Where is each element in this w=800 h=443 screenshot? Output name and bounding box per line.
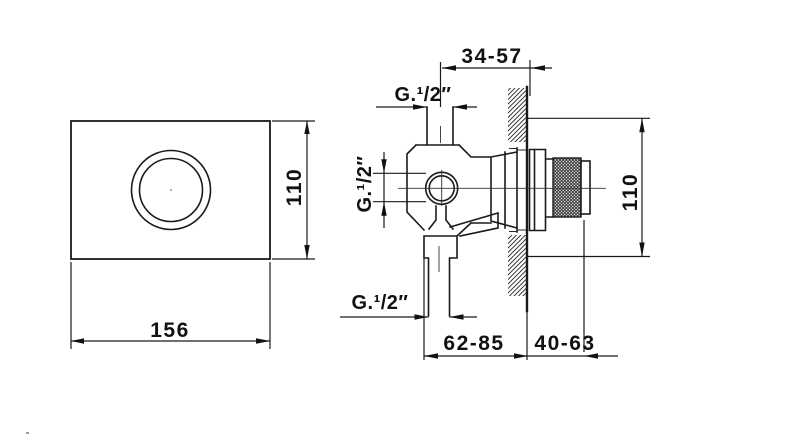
arrowhead [442, 65, 456, 71]
arrowhead [413, 104, 427, 110]
dim-plate-height: 110 [272, 120, 315, 260]
dim-label-side-port-thread: G.¹/2″ [354, 155, 376, 212]
arrowhead [531, 65, 545, 71]
arrowhead [584, 353, 598, 359]
button-center-dot [170, 189, 172, 191]
arrowhead [381, 159, 387, 174]
arrowhead [424, 353, 438, 359]
wall-hatch-upper [508, 88, 527, 142]
artifact-speck [26, 432, 29, 434]
knurled-handle [552, 157, 582, 218]
dim-label-inlet-projection-range: 62-85 [443, 332, 504, 355]
centerlines [398, 126, 606, 272]
dim-inlet-thread: G.¹/2″ [376, 84, 477, 110]
dim-lines [423, 220, 618, 360]
button-outer-ring [130, 149, 212, 231]
dim-label-depth-range: 34-57 [461, 45, 522, 68]
dim-label-inlet-thread: G.¹/2″ [394, 84, 451, 106]
front-view-plate [70, 120, 271, 260]
arrowhead [639, 118, 645, 133]
arrowhead [414, 314, 429, 320]
dim-label-valve-height: 110 [619, 173, 642, 211]
escutcheon-collar [528, 148, 554, 232]
dim-lines [70, 262, 271, 349]
dim-side-port-thread: G.¹/2″ [354, 152, 426, 228]
dim-bottom-thread: G.¹/2″ [340, 292, 477, 320]
arrowhead [381, 201, 387, 216]
button-inner-ring [138, 157, 204, 223]
arrowhead [256, 338, 270, 344]
dim-label-handle-projection-range: 40-63 [534, 332, 595, 355]
wall-hatch-lower [508, 235, 527, 296]
dim-bottom-ranges: 62-85 40-63 [423, 220, 618, 360]
dim-label-plate-width: 156 [150, 319, 190, 342]
arrowhead [304, 121, 310, 134]
arrowhead [453, 104, 467, 110]
arrowhead [449, 314, 464, 320]
arrowhead [71, 338, 84, 344]
dim-depth-range: 34-57 [439, 45, 552, 107]
dim-label-plate-height: 110 [283, 168, 306, 206]
dim-plate-width: 156 [70, 262, 271, 349]
cover-bell-edges [509, 147, 527, 233]
dim-lines [272, 120, 315, 260]
arrowhead [514, 353, 528, 359]
valve-body-outline [406, 106, 518, 317]
dim-label-bottom-thread: G.¹/2″ [351, 292, 408, 314]
arrowhead [304, 245, 310, 259]
dim-lines [373, 152, 426, 228]
dim-valve-height: 110 [528, 117, 650, 258]
handle-end-cap [580, 160, 591, 215]
side-view-valve [398, 85, 606, 317]
dim-lines [528, 117, 650, 258]
arrowhead [639, 242, 645, 257]
